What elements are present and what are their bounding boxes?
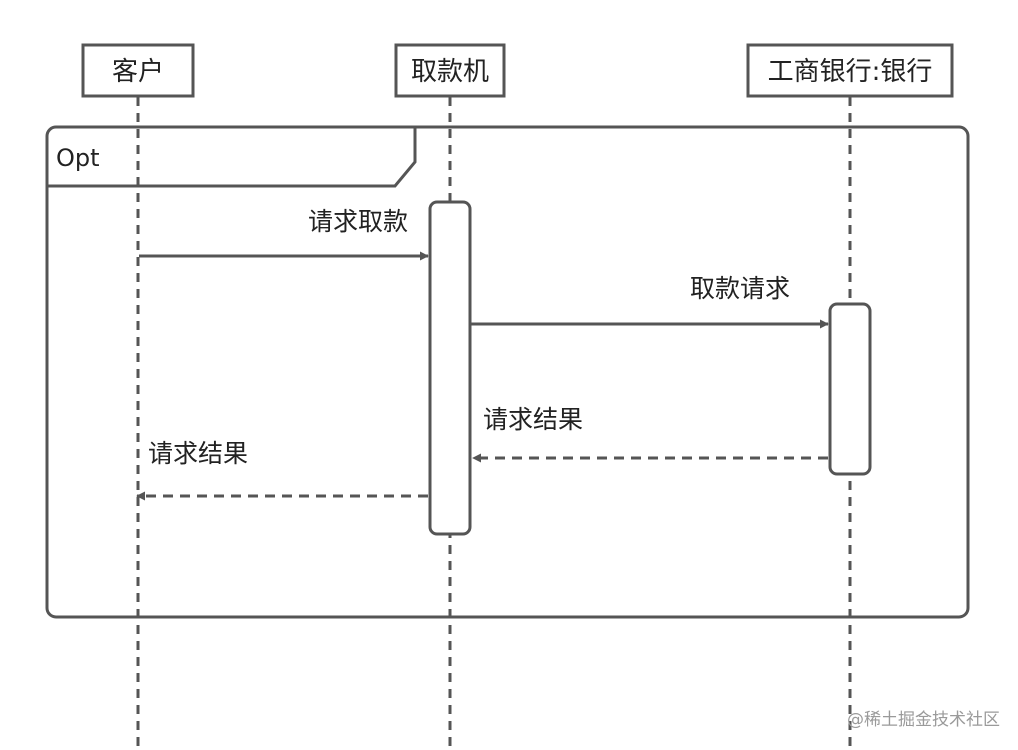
participant-label: 客户 <box>112 57 164 87</box>
participant-label: 取款机 <box>411 57 489 87</box>
activation-bar-bank <box>828 302 872 476</box>
message-label: 请求结果 <box>483 405 583 434</box>
message-label: 请求结果 <box>148 439 248 468</box>
activation-bar-atm <box>428 200 472 536</box>
participant-box <box>746 43 954 98</box>
opt-fragment: Opt <box>45 125 970 619</box>
participant-customer: 客户 <box>81 43 195 98</box>
participant-bank: 工商银行:银行 <box>746 43 954 98</box>
participant-box <box>81 43 195 98</box>
message-result-to-customer: 请求结果 <box>136 439 428 501</box>
participant-box <box>394 43 506 98</box>
message-label: 请求取款 <box>308 207 408 236</box>
opt-label-tab <box>47 127 417 188</box>
message-request-withdrawal: 请求取款 <box>139 207 429 261</box>
message-withdrawal-request: 取款请求 <box>471 274 829 329</box>
opt-operator-label: Opt <box>56 144 100 172</box>
message-result-to-atm: 请求结果 <box>472 405 828 463</box>
message-label: 取款请求 <box>690 274 790 303</box>
participant-label: 工商银行:银行 <box>768 57 933 87</box>
participant-atm: 取款机 <box>394 43 506 98</box>
watermark-text: @稀土掘金技术社区 <box>847 710 1000 730</box>
opt-frame <box>45 125 970 619</box>
